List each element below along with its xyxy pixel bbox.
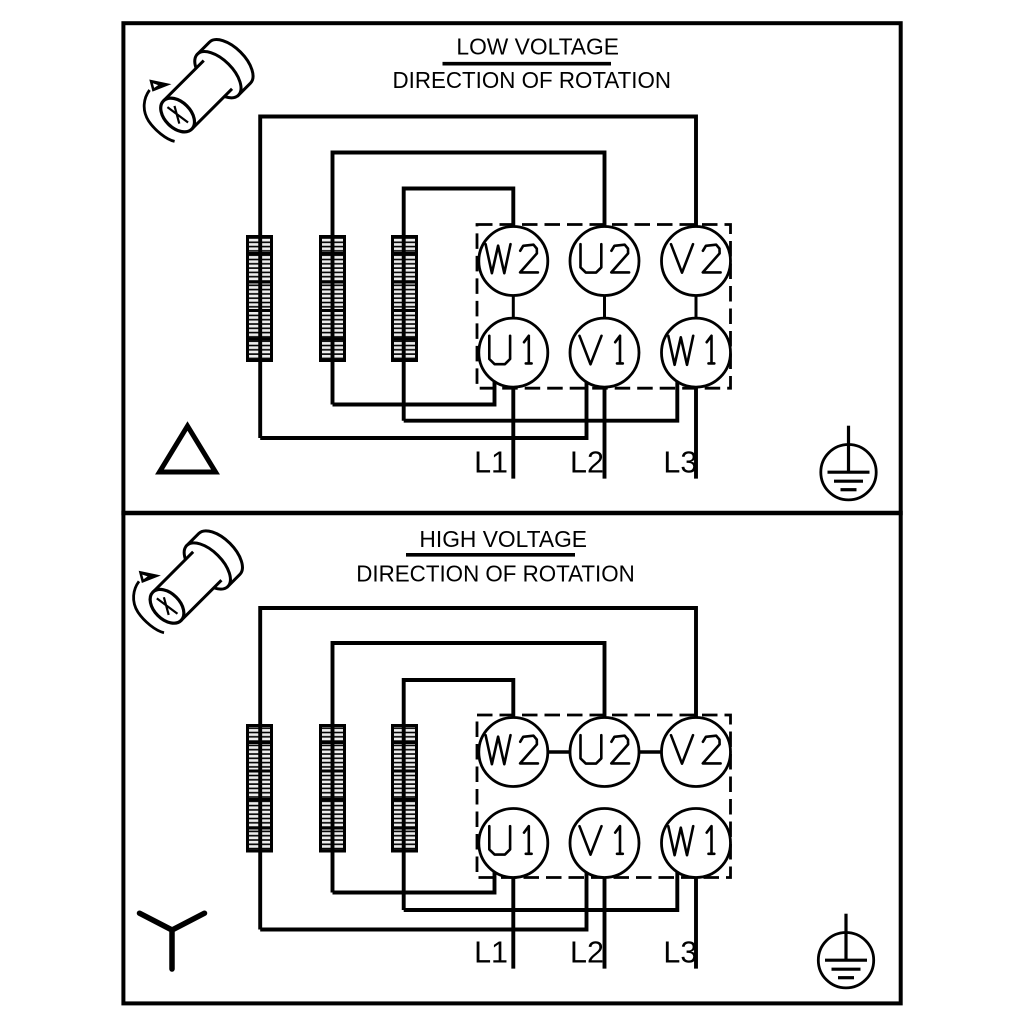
svg-text:L1: L1 xyxy=(474,445,508,479)
svg-text:HIGH VOLTAGE: HIGH VOLTAGE xyxy=(419,526,587,552)
svg-text:L2: L2 xyxy=(570,445,604,479)
svg-text:L1: L1 xyxy=(474,935,508,969)
svg-text:L3: L3 xyxy=(663,445,697,479)
svg-text:LOW VOLTAGE: LOW VOLTAGE xyxy=(456,34,619,60)
svg-text:L3: L3 xyxy=(663,935,697,969)
svg-text:DIRECTION OF ROTATION: DIRECTION OF ROTATION xyxy=(393,67,672,93)
svg-text:L2: L2 xyxy=(570,935,604,969)
svg-text:DIRECTION OF ROTATION: DIRECTION OF ROTATION xyxy=(356,561,635,587)
